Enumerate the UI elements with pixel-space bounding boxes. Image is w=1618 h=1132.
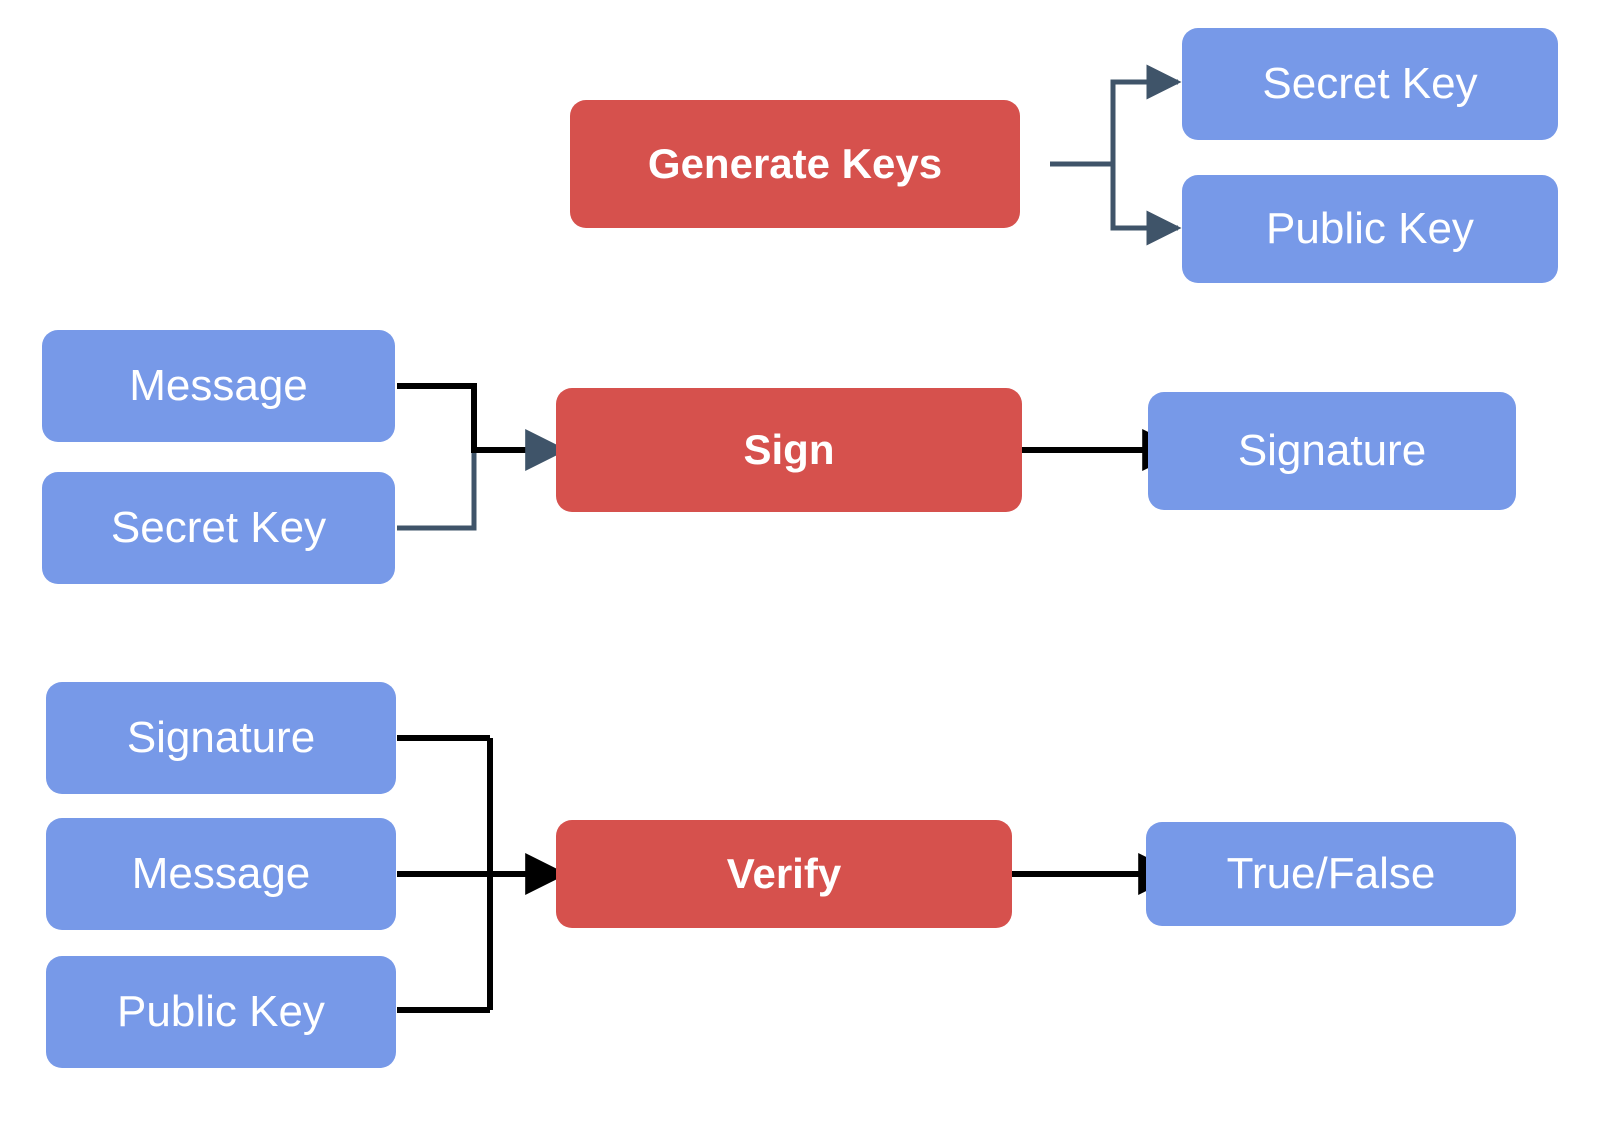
node-true-false-output[interactable]: True/False	[1146, 822, 1516, 926]
node-verify-input-message[interactable]: Message	[46, 818, 396, 930]
node-sign-label: Sign	[743, 425, 835, 473]
node-public-key-output[interactable]: Public Key	[1182, 175, 1558, 283]
edge-message-to-sign	[397, 383, 568, 471]
node-generate-keys-label: Generate Keys	[647, 139, 943, 187]
node-verify-label: Verify	[726, 849, 842, 897]
node-signature-output-label: Signature	[1237, 425, 1427, 475]
node-verify-input-signature[interactable]: Signature	[46, 682, 396, 794]
node-public-key-output-label: Public Key	[1266, 203, 1474, 253]
node-signature-output[interactable]: Signature	[1148, 392, 1516, 510]
edge-generate-keys-to-public-key	[1110, 164, 1182, 246]
node-secret-key-output[interactable]: Secret Key	[1182, 28, 1558, 140]
node-true-false-output-label: True/False	[1226, 848, 1436, 898]
node-sign-input-message-label: Message	[129, 360, 308, 410]
node-sign-input-message[interactable]: Message	[42, 330, 395, 442]
node-sign-input-secret-key[interactable]: Secret Key	[42, 472, 395, 584]
edge-generate-keys-to-secret-key	[1110, 64, 1182, 164]
edge-secret-key-to-sign	[397, 450, 477, 531]
node-generate-keys[interactable]: Generate Keys	[570, 100, 1020, 228]
node-verify-input-signature-label: Signature	[126, 712, 316, 762]
node-secret-key-output-label: Secret Key	[1262, 58, 1478, 108]
node-verify-input-public-key[interactable]: Public Key	[46, 956, 396, 1068]
node-sign-input-secret-key-label: Secret Key	[110, 502, 327, 552]
node-verify-input-public-key-label: Public Key	[117, 986, 325, 1036]
node-sign[interactable]: Sign	[556, 388, 1022, 512]
node-verify-input-message-label: Message	[131, 848, 311, 898]
node-verify[interactable]: Verify	[556, 820, 1012, 928]
